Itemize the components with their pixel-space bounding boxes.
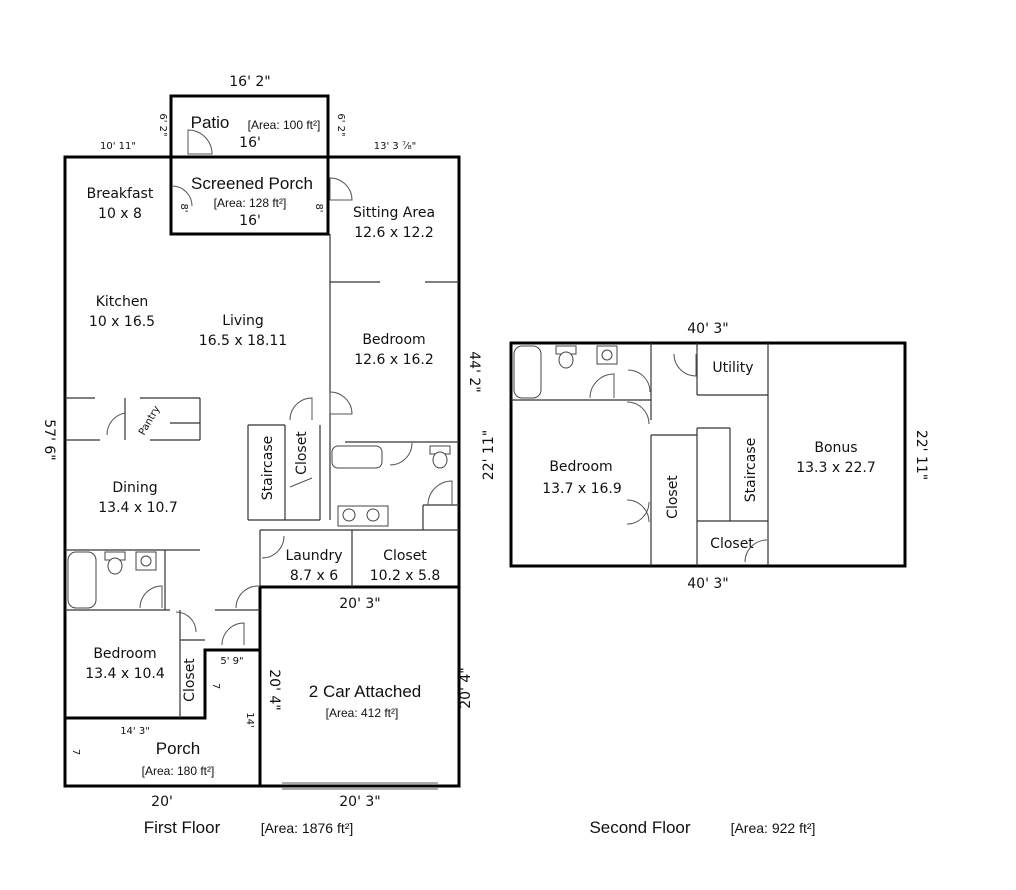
room-laundry: Laundry xyxy=(285,548,342,564)
room-staircase-second: Staircase xyxy=(743,438,759,502)
dim-sc-left: 8' xyxy=(178,203,189,212)
area-screened-porch: [Area: 128 ft²] xyxy=(214,196,287,210)
toilet-icon-2 xyxy=(107,557,123,575)
room-bedroom-second: Bedroom xyxy=(549,459,612,475)
screened-porch-outline xyxy=(169,155,330,236)
room-closet-small: Closet xyxy=(710,536,754,552)
size-breakfast: 10 x 8 xyxy=(98,206,142,222)
second-floor-area: [Area: 922 ft²] xyxy=(731,820,816,836)
main-outline xyxy=(63,155,461,720)
dim-patio-bottom: 16' xyxy=(239,135,261,151)
room-breakfast: Breakfast xyxy=(87,186,154,202)
second-interior-walls xyxy=(511,343,769,566)
size-bedroom-small: 13.4 x 10.4 xyxy=(85,666,165,682)
door-swings xyxy=(106,129,453,646)
size-living: 16.5 x 18.11 xyxy=(199,333,287,349)
dim-sc-right: 8' xyxy=(313,203,324,212)
size-laundry: 8.7 x 6 xyxy=(290,568,338,584)
dim-sc-bottom: 16' xyxy=(239,213,261,229)
closet-rod xyxy=(289,477,313,488)
room-screened-porch: Screened Porch xyxy=(191,174,313,193)
room-bedroom-main: Bedroom xyxy=(362,332,425,348)
room-closet-mid: Closet xyxy=(665,475,681,519)
second-floor-title: Second Floor xyxy=(589,818,690,837)
room-closet-stair: Closet xyxy=(294,431,310,475)
room-pantry: Pantry xyxy=(137,404,163,437)
dim-left-top: 10' 11" xyxy=(100,141,136,152)
dim-garage-left: 20' 4" xyxy=(266,669,282,710)
dim-patio-right: 6' 2" xyxy=(335,113,346,136)
room-closet-bed: Closet xyxy=(182,658,198,702)
dim-garage-top: 20' 3" xyxy=(339,596,380,612)
size-bonus: 13.3 x 22.7 xyxy=(796,460,876,476)
bathtub-icon-3 xyxy=(513,345,542,399)
size-closet-laundry: 10.2 x 5.8 xyxy=(370,568,441,584)
dim-second-top: 40' 3" xyxy=(687,321,728,337)
room-living: Living xyxy=(222,313,264,329)
size-bedroom-main: 12.6 x 16.2 xyxy=(354,352,434,368)
porch-outline xyxy=(63,718,260,788)
room-kitchen: Kitchen xyxy=(96,294,149,310)
second-door-swings xyxy=(589,353,768,563)
dim-seven: 7 xyxy=(210,683,221,689)
second-floor: 40' 3" 40' 3" 22' 11" 22' 11" Utility Bo… xyxy=(481,321,929,837)
dim-fourteen: 14' xyxy=(244,712,255,727)
bathtub-icon xyxy=(331,445,383,469)
dim-second-bottom: 40' 3" xyxy=(687,576,728,592)
second-bath-fixtures xyxy=(513,345,618,399)
area-patio: [Area: 100 ft²] xyxy=(248,118,321,132)
dim-porch-bottom: 20' xyxy=(151,794,173,810)
room-bonus: Bonus xyxy=(814,440,857,456)
first-floor-labels: 16' 2" Patio [Area: 100 ft²] 16' 6' 2" 6… xyxy=(41,74,482,837)
room-closet-laundry: Closet xyxy=(383,548,427,564)
room-utility: Utility xyxy=(712,360,753,376)
room-sitting-area: Sitting Area xyxy=(353,205,435,221)
second-floor-outline xyxy=(509,341,907,568)
size-kitchen: 10 x 16.5 xyxy=(89,314,155,330)
room-dining: Dining xyxy=(112,480,157,496)
size-dining: 13.4 x 10.7 xyxy=(98,500,178,516)
first-floor-area: [Area: 1876 ft²] xyxy=(261,820,354,836)
size-sitting-area: 12.6 x 12.2 xyxy=(354,225,434,241)
room-bedroom-small: Bedroom xyxy=(93,646,156,662)
room-staircase: Staircase xyxy=(260,436,276,500)
toilet-icon-3 xyxy=(558,351,574,369)
dim-stair-small: 5' 9" xyxy=(220,656,243,667)
dim-porch-left: 7 xyxy=(70,749,81,755)
size-bedroom-second: 13.7 x 16.9 xyxy=(542,481,622,497)
dim-right-top: 13' 3 ⁷⁄₈" xyxy=(374,141,416,152)
room-garage: 2 Car Attached xyxy=(309,682,421,701)
dim-patio-top: 16' 2" xyxy=(229,74,270,90)
first-floor-title: First Floor xyxy=(144,818,221,837)
dim-right-side: 44' 2" xyxy=(466,351,482,392)
room-patio: Patio xyxy=(191,113,230,132)
dim-porch-top: 14' 3" xyxy=(120,726,150,737)
dim-second-left: 22' 11" xyxy=(481,430,497,480)
area-garage: [Area: 412 ft²] xyxy=(326,706,399,720)
area-porch: [Area: 180 ft²] xyxy=(142,764,215,778)
dim-patio-left: 6' 2" xyxy=(157,113,168,136)
interior-walls xyxy=(65,234,459,718)
dim-garage-right: 20' 4" xyxy=(458,667,474,708)
garage-outline xyxy=(258,585,461,788)
dim-left-side: 57' 6" xyxy=(41,419,57,460)
dim-second-right: 22' 11" xyxy=(913,430,929,480)
bathtub-icon-2 xyxy=(67,551,97,609)
dim-garage-bottom: 20' 3" xyxy=(339,794,380,810)
bath-fixtures xyxy=(67,445,451,609)
room-porch: Porch xyxy=(156,739,200,758)
first-floor xyxy=(63,94,461,790)
